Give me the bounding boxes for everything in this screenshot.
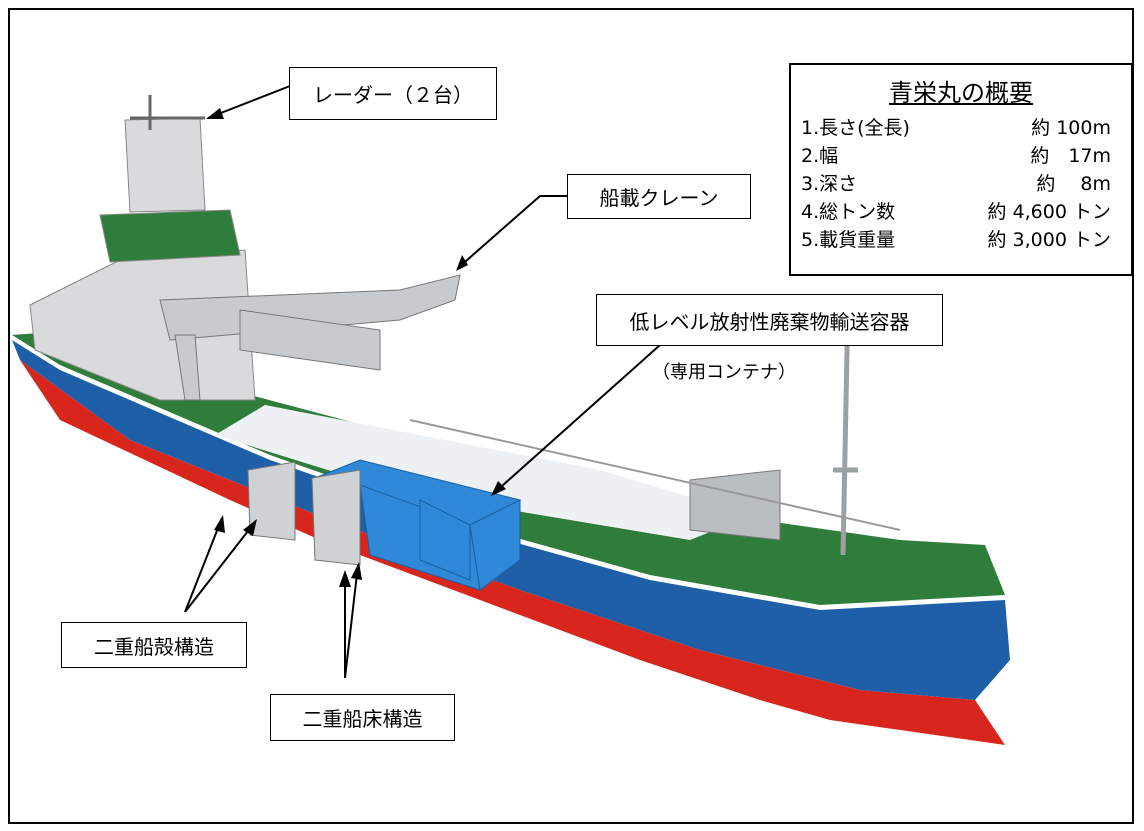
spec-label: 5.載貨重量 (801, 229, 896, 251)
spec-row: 1.長さ(全長) 約 100m (801, 114, 1121, 142)
spec-row: 5.載貨重量 約 3,000 トン (801, 226, 1121, 254)
deck-railing (409, 419, 901, 531)
spec-value: 約 3,000 トン (987, 229, 1111, 251)
spec-value: 約 100m (1031, 117, 1111, 139)
hull-upper-blue (12, 340, 1010, 700)
container-sublabel: （専用コンテナ） (652, 362, 796, 383)
spec-box: 青栄丸の概要 1.長さ(全長)約 100m 2.幅約 17m 3.深さ約 8m … (789, 63, 1133, 276)
spec-title: 青栄丸の概要 (889, 79, 1033, 107)
hatch-covers (215, 405, 740, 540)
spec-label: 4.総トン数 (801, 201, 896, 223)
spec-label: 3.深さ (801, 173, 858, 195)
callout-crane: 船載クレーン (567, 174, 751, 219)
callout-radar: レーダー（２台） (289, 67, 497, 120)
radar-mast (130, 95, 205, 130)
callout-double-bottom: 二重船床構造 (270, 694, 455, 741)
hull-lower-red (20, 360, 1005, 745)
fore-bulkhead (689, 469, 781, 541)
ship-crane (159, 274, 461, 401)
spec-value: 約 8m (1036, 173, 1111, 195)
spec-row: 3.深さ 約 8m (801, 170, 1121, 198)
spec-label: 2.幅 (801, 145, 839, 167)
container-stack (308, 459, 522, 591)
spec-row: 4.総トン数 約 4,600 トン (801, 198, 1121, 226)
superstructure (29, 117, 256, 401)
callout-container: 低レベル放射性廃棄物輸送容器 (596, 294, 943, 346)
spec-label: 1.長さ(全長) (801, 117, 910, 139)
spec-value: 約 4,600 トン (987, 201, 1111, 223)
arrowheads (206, 108, 506, 587)
callout-double-hull: 二重船殻構造 (61, 622, 247, 668)
spec-value: 約 17m (1030, 145, 1111, 167)
spec-row: 2.幅 約 17m (801, 142, 1121, 170)
hull-cross-section (247, 461, 361, 566)
